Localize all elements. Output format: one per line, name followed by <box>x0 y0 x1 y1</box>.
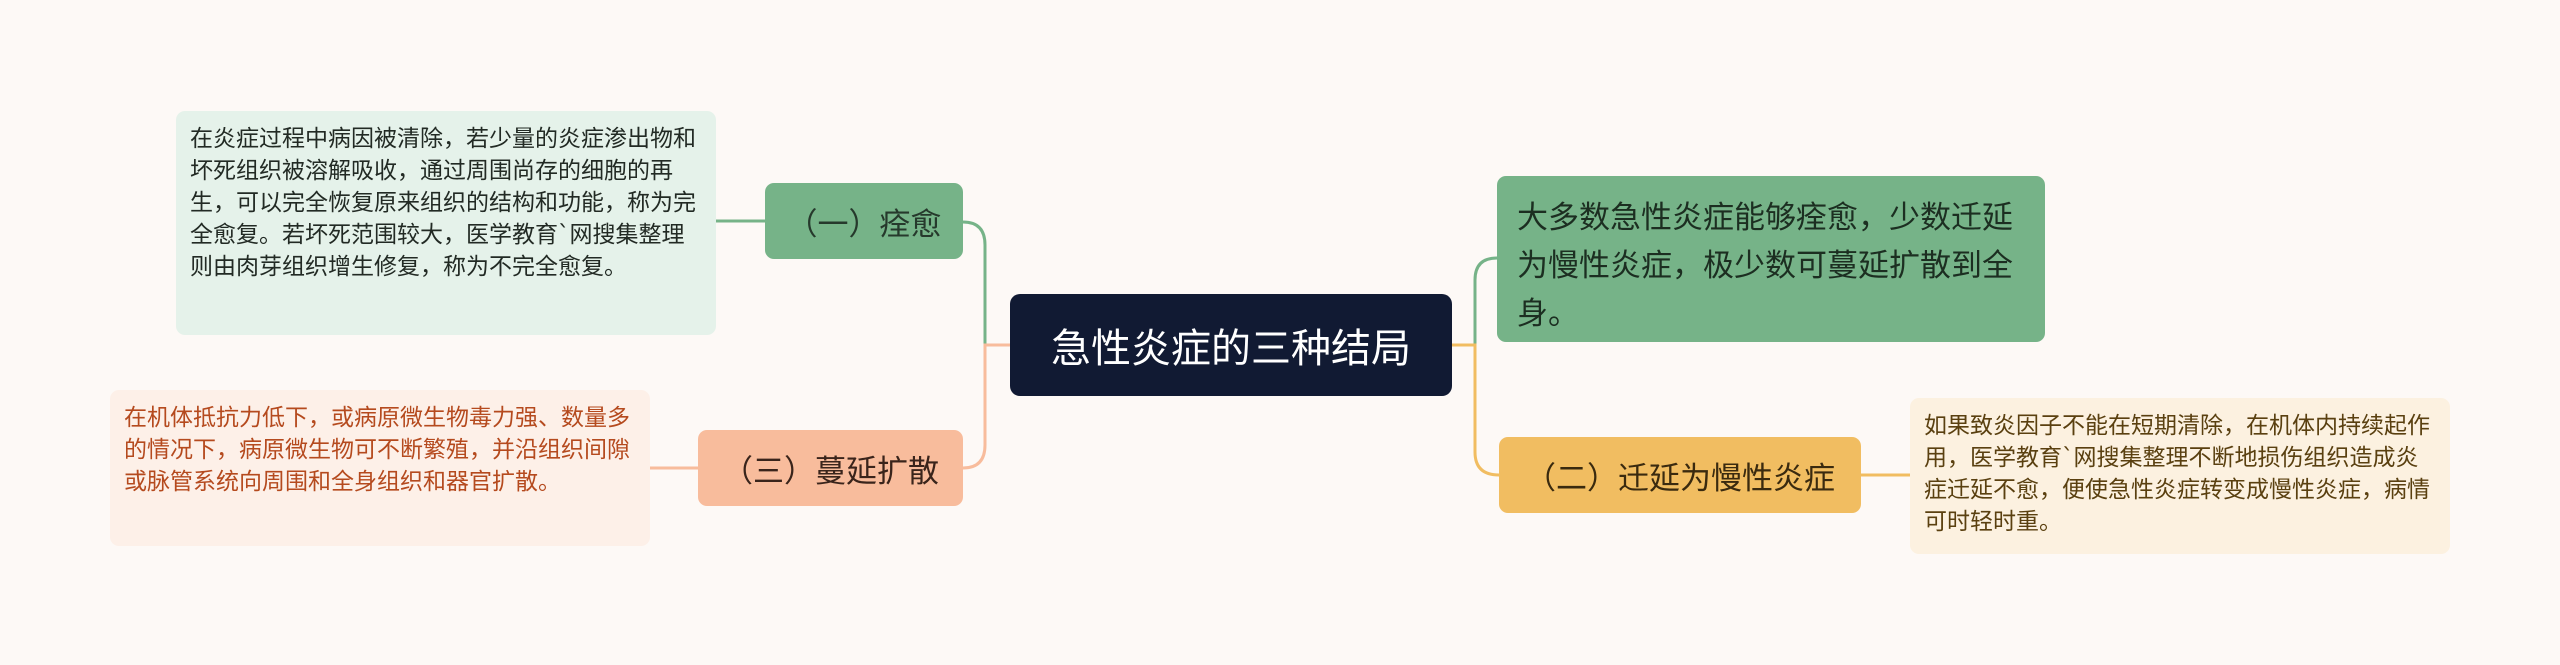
note-cure-text: 在炎症过程中病因被清除，若少量的炎症渗出物和坏死组织被溶解吸收，通过周围尚存的细… <box>190 126 696 280</box>
note-spread[interactable]: 在机体抵抗力低下，或病原微生物毒力强、数量多的情况下，病原微生物可不断繁殖，并沿… <box>110 390 650 546</box>
root-topic[interactable]: 急性炎症的三种结局 <box>1010 294 1452 396</box>
branch-cure-label: （一）痊愈 <box>786 206 942 243</box>
link-root-summary <box>1452 256 1498 347</box>
branch-spread[interactable]: （三）蔓延扩散 <box>698 430 963 506</box>
summary-topic[interactable]: 大多数急性炎症能够痊愈，少数迁延为慢性炎症，极少数可蔓延扩散到全身。 <box>1497 176 2045 342</box>
note-spread-text: 在机体抵抗力低下，或病原微生物毒力强、数量多的情况下，病原微生物可不断繁殖，并沿… <box>124 405 630 495</box>
link-root-cure <box>962 220 1010 347</box>
link-root-chronic <box>1452 343 1500 477</box>
branch-spread-label: （三）蔓延扩散 <box>722 453 939 490</box>
summary-topic-text: 大多数急性炎症能够痊愈，少数迁延为慢性炎症，极少数可蔓延扩散到全身。 <box>1517 200 2013 332</box>
branch-chronic-label: （二）迁延为慢性炎症 <box>1525 460 1835 497</box>
root-topic-label: 急性炎症的三种结局 <box>1051 326 1411 372</box>
branch-cure[interactable]: （一）痊愈 <box>765 183 963 259</box>
note-cure[interactable]: 在炎症过程中病因被清除，若少量的炎症渗出物和坏死组织被溶解吸收，通过周围尚存的细… <box>176 111 716 335</box>
note-chronic[interactable]: 如果致炎因子不能在短期清除，在机体内持续起作用，医学教育`网搜集整理不断地损伤组… <box>1910 398 2450 554</box>
note-chronic-text: 如果致炎因子不能在短期清除，在机体内持续起作用，医学教育`网搜集整理不断地损伤组… <box>1924 413 2430 535</box>
branch-chronic[interactable]: （二）迁延为慢性炎症 <box>1499 437 1861 513</box>
link-root-spread <box>962 343 1010 470</box>
